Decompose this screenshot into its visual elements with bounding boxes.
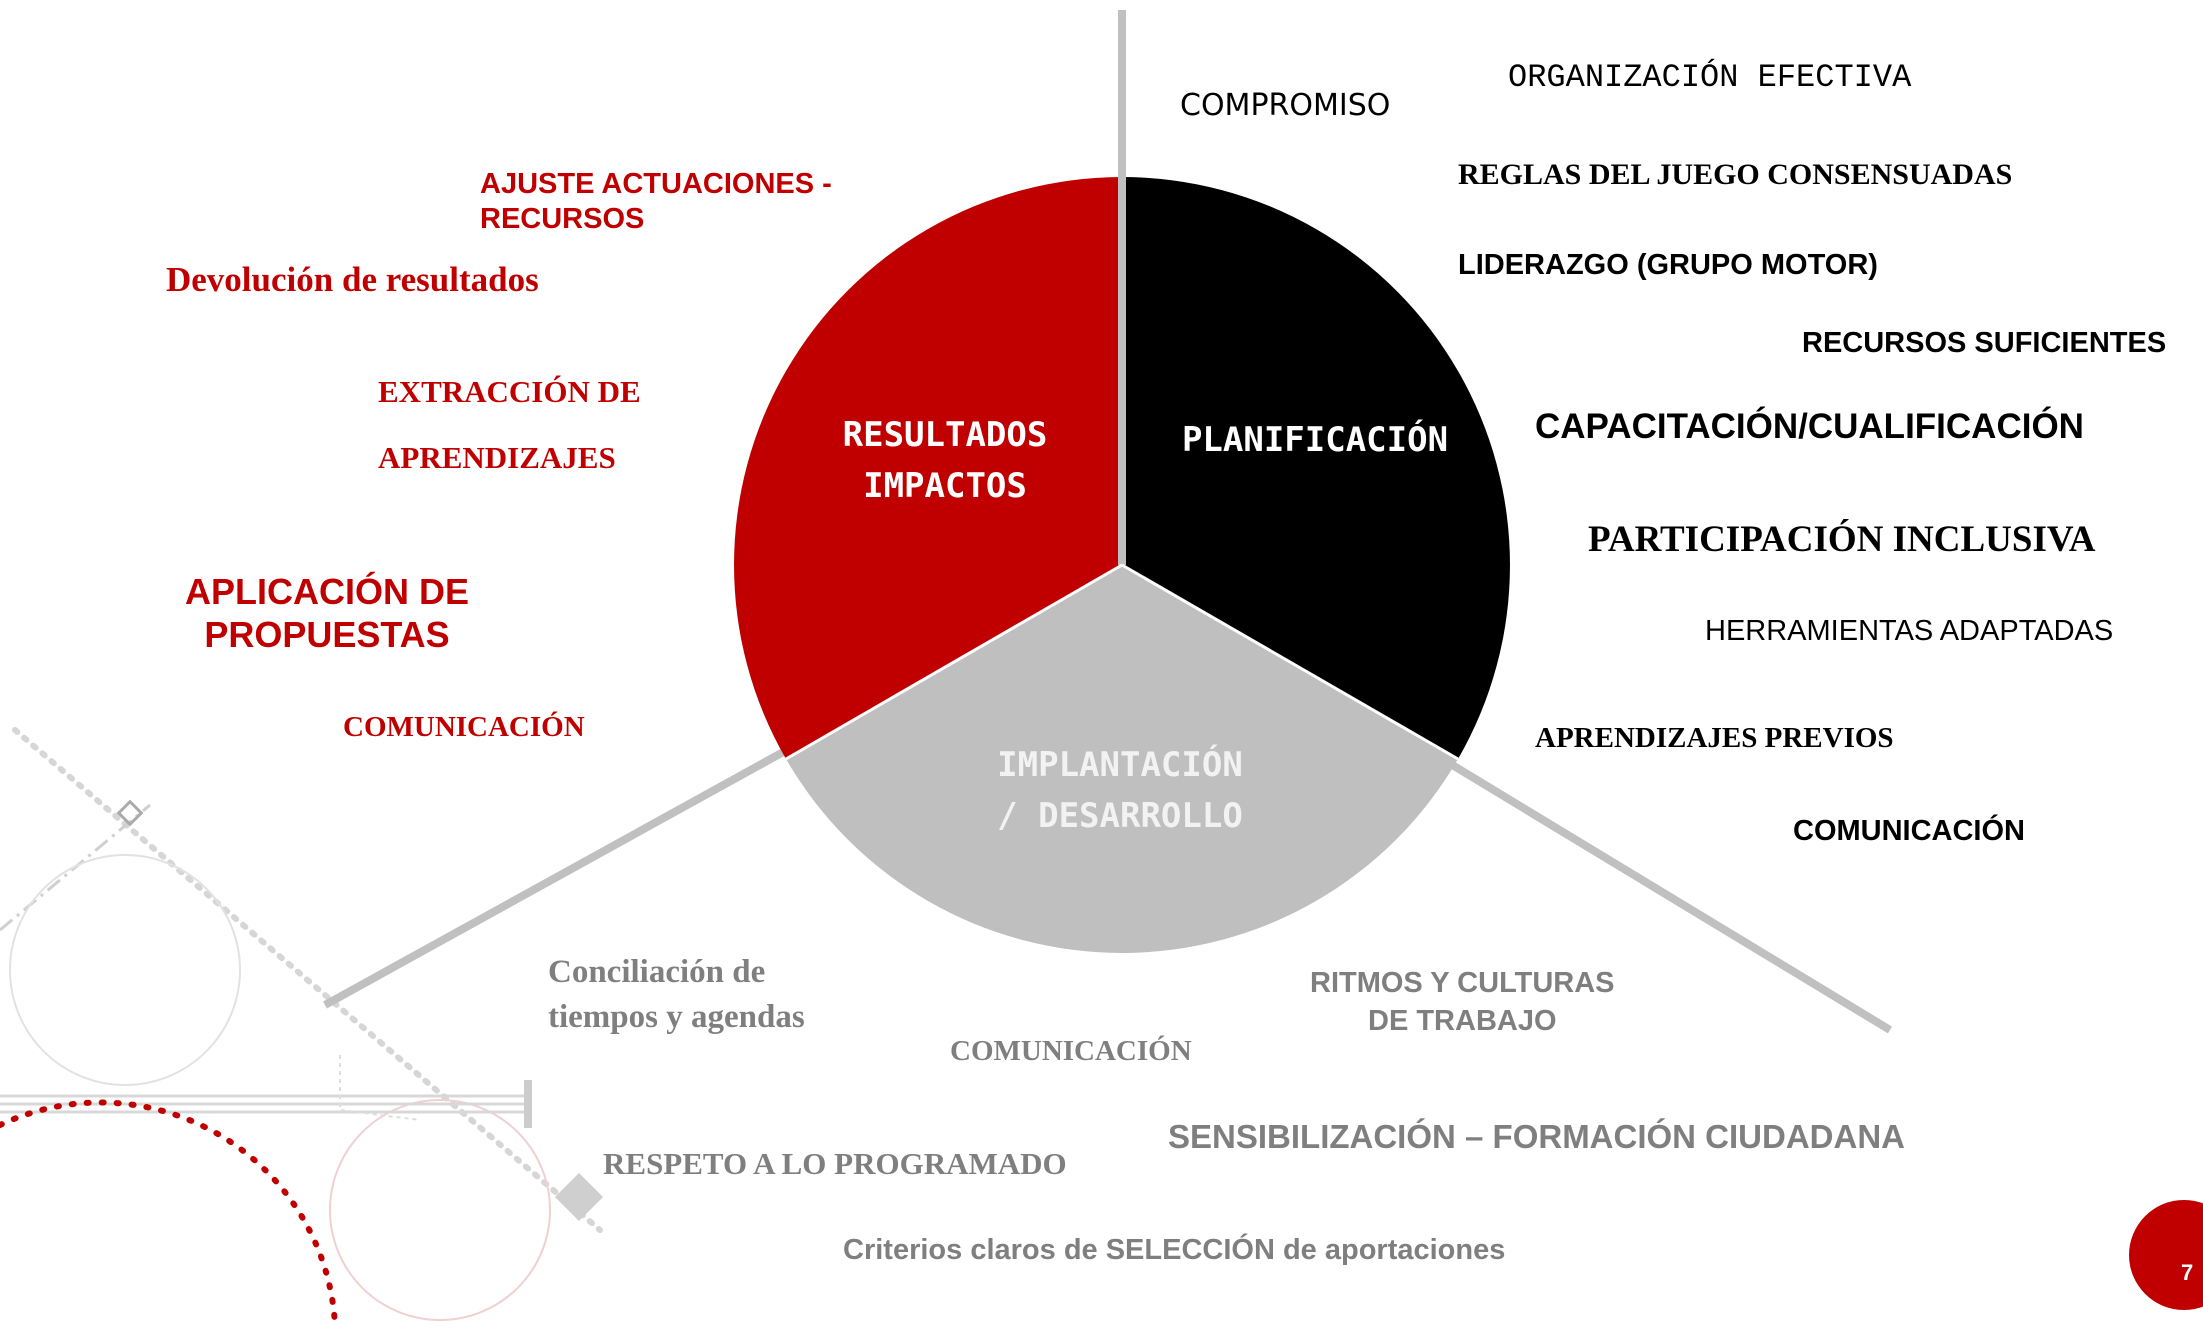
- segment-implantacion-desarrollo: [786, 565, 1458, 953]
- label-comunicacion-right: COMUNICACIÓN: [1793, 815, 2025, 847]
- label-ajuste-actuaciones: AJUSTE ACTUACIONES - RECURSOS: [480, 168, 832, 236]
- label-capacitacion: CAPACITACIÓN/CUALIFICACIÓN: [1535, 407, 2084, 446]
- label-organizacion-efectiva: ORGANIZACIÓN EFECTIVA: [1508, 59, 1912, 96]
- segment-separator-right: [1121, 563, 1459, 761]
- label-aprendizajes-previos: APRENDIZAJES PREVIOS: [1535, 722, 1894, 754]
- label-compromiso: COMPROMISO: [1180, 88, 1391, 123]
- page-number: 7: [2181, 1260, 2194, 1285]
- segment-planificacion: [1122, 177, 1510, 759]
- label-aplicacion-propuestas: APLICACIÓN DE PROPUESTAS: [185, 571, 470, 656]
- label-criterios-seleccion: Criterios claros de SELECCIÓN de aportac…: [843, 1234, 1506, 1266]
- segment-separator-left: [785, 563, 1123, 761]
- label-participacion-inclusiva: PARTICIPACIÓN INCLUSIVA: [1588, 519, 2096, 560]
- label-comunicacion-bottom: COMUNICACIÓN: [950, 1035, 1192, 1067]
- label-liderazgo: LIDERAZGO (GRUPO MOTOR): [1458, 249, 1878, 281]
- segment-label-resultados: RESULTADOS IMPACTOS: [842, 415, 1048, 506]
- label-extraccion-de: EXTRACCIÓN DE: [378, 374, 641, 409]
- label-recursos-suficientes: RECURSOS SUFICIENTES: [1802, 327, 2167, 359]
- segment-resultados-impactos: [734, 177, 1122, 759]
- segment-label-implantacion: IMPLANTACIÓN / DESARROLLO: [997, 745, 1243, 836]
- label-sensibilizacion: SENSIBILIZACIÓN – FORMACIÓN CIUDADANA: [1168, 1118, 1906, 1155]
- label-conciliacion: Conciliación de tiempos y agendas: [548, 954, 805, 1035]
- label-ritmos-culturas: RITMOS Y CULTURAS DE TRABAJO: [1310, 967, 1615, 1037]
- decorative-background: [0, 727, 604, 1328]
- label-herramientas-adaptadas: HERRAMIENTAS ADAPTADAS: [1705, 615, 2114, 647]
- label-reglas-del-juego: REGLAS DEL JUEGO CONSENSUADAS: [1458, 158, 2013, 191]
- label-respeto-programado: RESPETO A LO PROGRAMADO: [603, 1146, 1067, 1181]
- label-comunicacion-left: COMUNICACIÓN: [343, 711, 585, 743]
- segment-label-planificacion: PLANIFICACIÓN: [1181, 420, 1449, 460]
- label-devolucion-resultados: Devolución de resultados: [166, 260, 539, 299]
- label-aprendizajes: APRENDIZAJES: [378, 440, 616, 475]
